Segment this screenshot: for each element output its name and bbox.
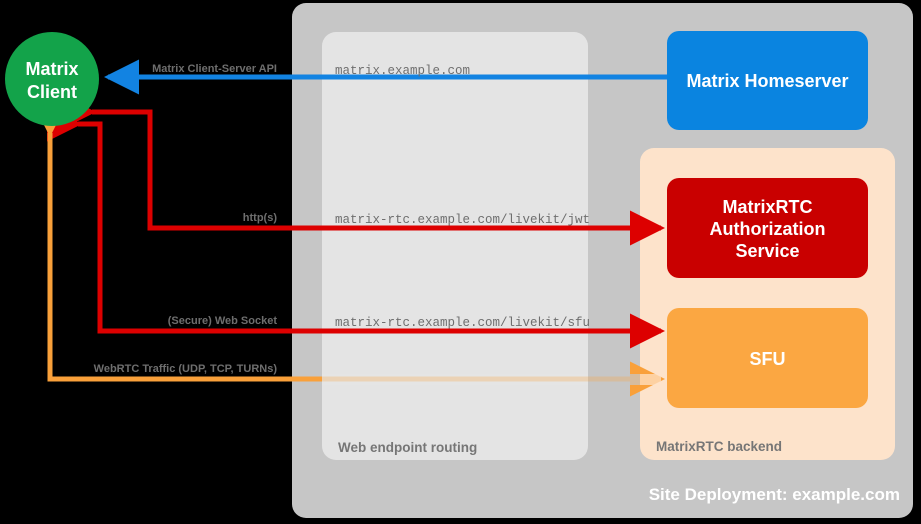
node-matrix-homeserver[interactable]: Matrix Homeserver — [667, 31, 868, 130]
url-label-livekit-sfu: matrix-rtc.example.com/livekit/sfu — [335, 316, 590, 330]
node-matrixrtc-authorization-service[interactable]: MatrixRTC Authorization Service — [667, 178, 868, 278]
edge-label-webrtc-traffic: WebRTC Traffic (UDP, TCP, TURNs) — [94, 363, 278, 375]
node-sfu[interactable]: SFU — [667, 308, 868, 408]
caption-site-deployment: Site Deployment: example.com — [649, 485, 900, 504]
edge-label-secure-web-socket: (Secure) Web Socket — [168, 315, 278, 327]
node-authorization-service-label-line-1: MatrixRTC — [722, 197, 812, 217]
node-authorization-service-label-line-2: Authorization — [710, 219, 826, 239]
node-matrix-client-label-line-1: Matrix — [25, 59, 78, 79]
node-matrix-homeserver-label: Matrix Homeserver — [686, 71, 848, 91]
edge-label-matrix-client-server-api: Matrix Client-Server API — [152, 63, 277, 75]
caption-matrixrtc-backend: MatrixRTC backend — [656, 439, 782, 454]
edge-label-https-jwt: http(s) — [243, 212, 278, 224]
url-label-livekit-jwt: matrix-rtc.example.com/livekit/jwt — [335, 213, 590, 227]
node-matrix-client-label-line-2: Client — [27, 82, 77, 102]
edge-webrtc-traffic — [32, 102, 666, 397]
node-authorization-service-label-line-3: Service — [735, 241, 799, 261]
container-web-endpoint-routing — [322, 32, 588, 460]
url-label-matrix-homeserver: matrix.example.com — [335, 64, 470, 78]
node-matrix-client[interactable]: Matrix Client — [5, 32, 99, 126]
node-sfu-label: SFU — [750, 349, 786, 369]
caption-web-endpoint-routing: Web endpoint routing — [338, 440, 477, 455]
